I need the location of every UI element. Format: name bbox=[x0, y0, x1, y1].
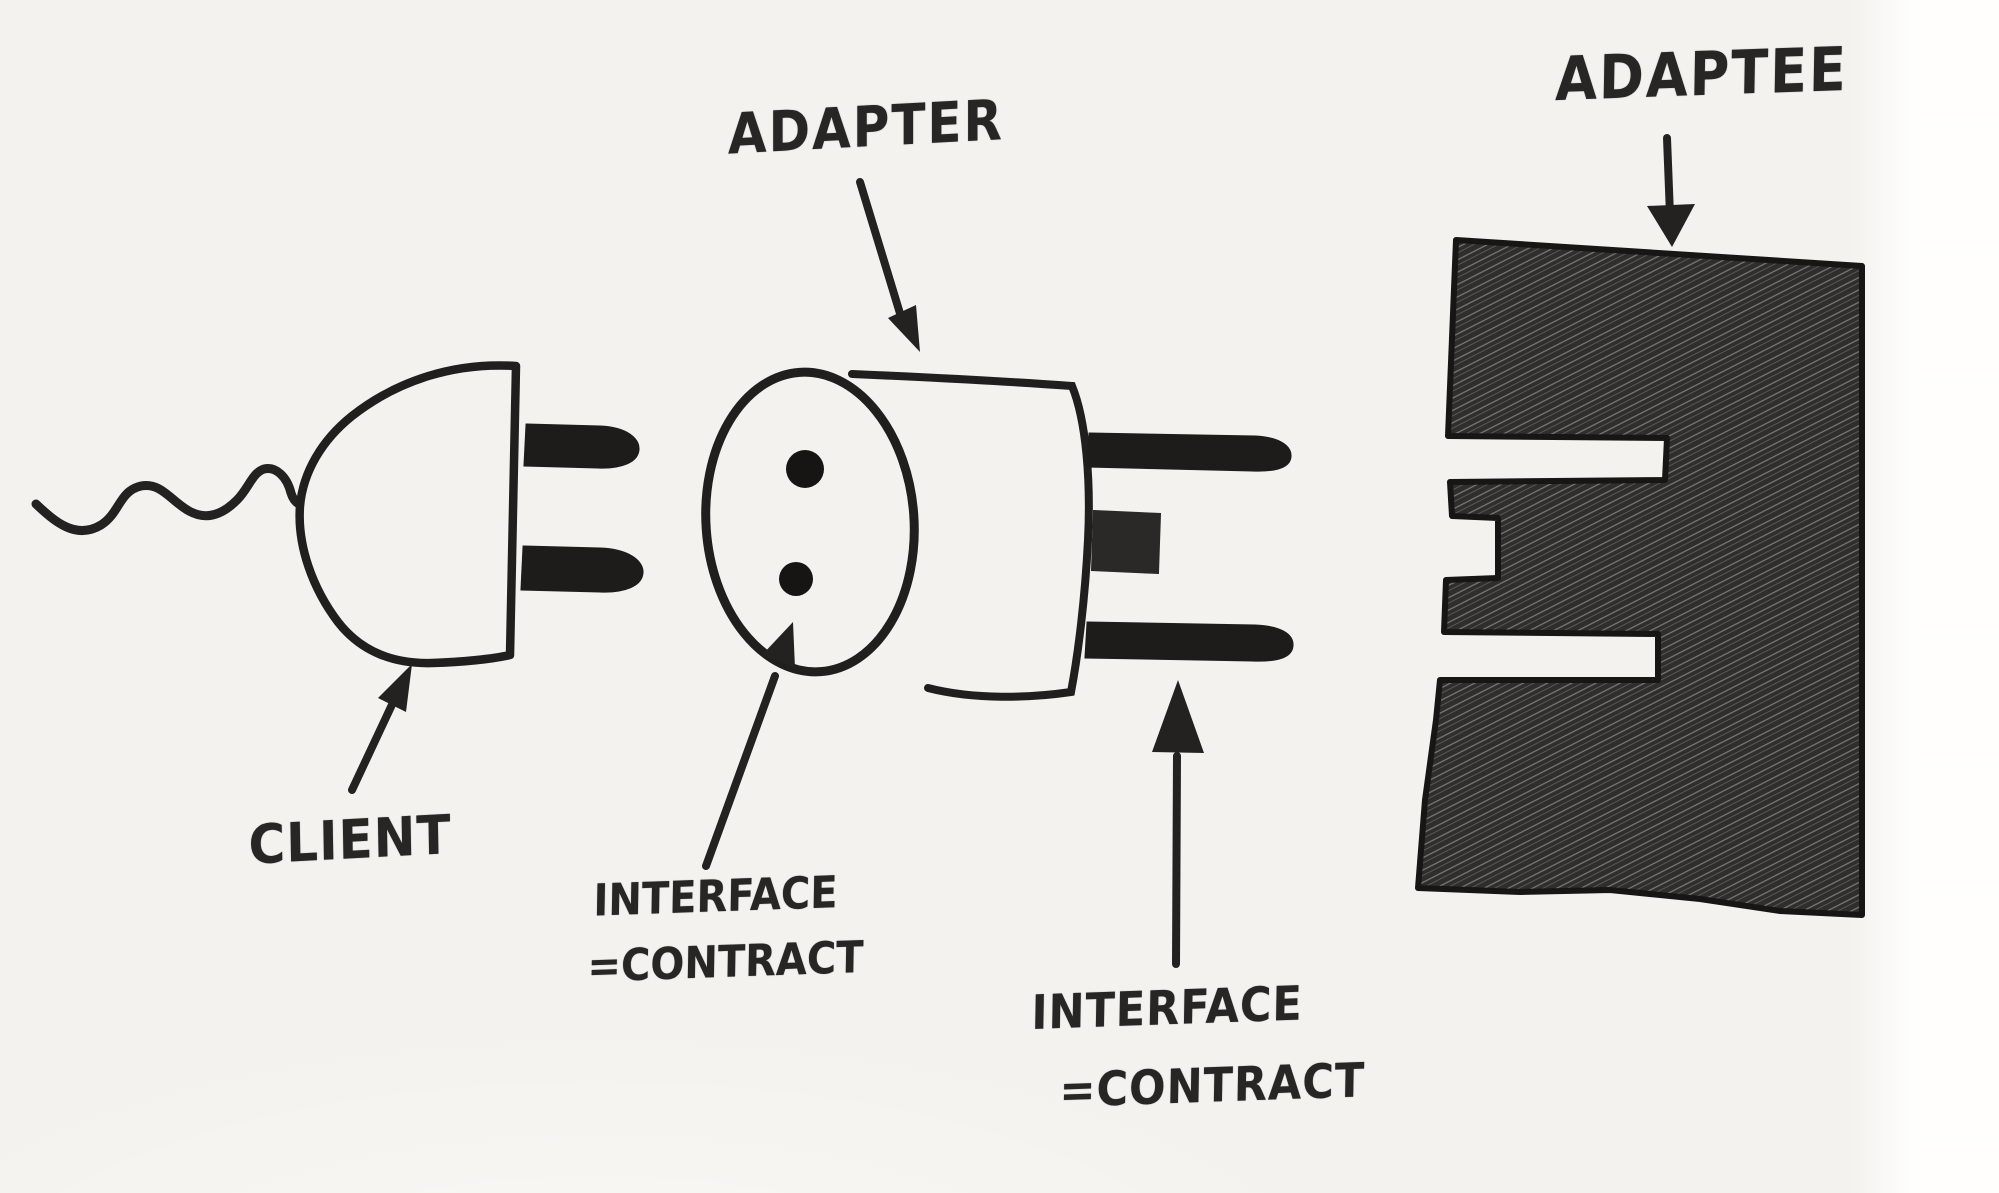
adapter-prong-middle bbox=[1090, 509, 1162, 575]
interface-contract-label-socket-line2: =CONTRACT bbox=[587, 932, 864, 993]
adaptee-block bbox=[1415, 237, 1865, 918]
adapter-prong-top bbox=[1086, 432, 1292, 472]
client-plug-body bbox=[295, 361, 521, 668]
adapter-body bbox=[848, 370, 1093, 701]
client-label: CLIENT bbox=[248, 803, 453, 877]
adapter-face bbox=[701, 367, 919, 677]
interface-left-arrow-head bbox=[762, 622, 795, 668]
interface-contract-label-socket-line1: INTERFACE bbox=[593, 867, 838, 927]
adapter-prong-bottom bbox=[1084, 621, 1294, 662]
client-power-cord bbox=[31, 464, 317, 535]
client-arrow-line bbox=[348, 690, 401, 794]
adapter-socket-hole-bottom bbox=[779, 562, 813, 596]
adapter-arrow-head bbox=[888, 305, 920, 352]
interface-right-arrow-line bbox=[1172, 752, 1181, 968]
client-plug-prong-top bbox=[523, 423, 640, 469]
interface-right-arrow-head bbox=[1152, 680, 1204, 753]
interface-left-arrow-line bbox=[702, 672, 779, 870]
client-arrow-head bbox=[378, 664, 412, 712]
interface-contract-label-prong-line2: =CONTRACT bbox=[1059, 1053, 1366, 1120]
adaptee-label: ADAPTEE bbox=[1554, 33, 1849, 115]
client-plug-prong-bottom bbox=[520, 545, 644, 593]
adapter-arrow-line bbox=[856, 178, 906, 324]
adaptee-arrow-head bbox=[1647, 204, 1695, 247]
interface-contract-label-prong-line1: INTERFACE bbox=[1031, 976, 1304, 1042]
adapter-socket-hole-top bbox=[786, 450, 824, 488]
adaptee-arrow-line bbox=[1663, 134, 1674, 219]
